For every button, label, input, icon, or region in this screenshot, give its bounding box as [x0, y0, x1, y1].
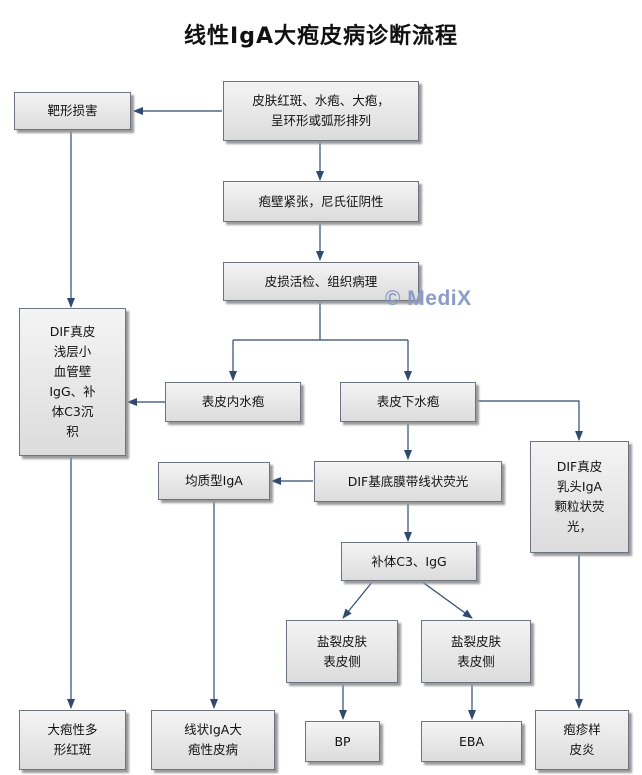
node-dif-bmz-linear: DIF基底膜带线状荧光: [314, 461, 502, 502]
node-dif-superficial-vessels: DIF真皮 浅层小 血管壁 IgG、补 体C3沉 积: [19, 308, 126, 456]
node-salt-split-left: 盐裂皮肤 表皮侧: [286, 620, 398, 683]
node-salt-split-right: 盐裂皮肤 表皮侧: [421, 620, 531, 683]
watermark: © MediX: [385, 287, 472, 310]
edge-n4-split: [233, 301, 408, 341]
node-tense-bulla: 疱壁紧张，尼氏征阴性: [223, 181, 419, 222]
node-linear-iga-bullous-dermatosis: 线状IgA大 疱性皮病: [151, 710, 275, 770]
node-bullous-erythema-multiforme: 大疱性多 形红斑: [19, 710, 126, 770]
node-skin-lesions: 皮肤红斑、水疱、大疱， 呈环形或弧形排列: [223, 81, 419, 141]
edge-n7-n10: [476, 400, 583, 441]
node-eba: EBA: [421, 721, 522, 762]
node-c3-igg: 补体C3、IgG: [341, 542, 477, 581]
node-homogeneous-iga: 均质型IgA: [158, 462, 270, 500]
edge-n11-n13: [420, 580, 473, 619]
node-subepidermal-blister: 表皮下水疱: [340, 382, 476, 422]
node-dif-papillary-iga: DIF真皮 乳头IgA 颗粒状荧 光，: [530, 441, 629, 553]
edge-n11-n12: [342, 580, 374, 619]
node-dermatitis-herpetiformis: 疱疹样 皮炎: [535, 710, 629, 770]
node-intraepidermal-blister: 表皮内水疱: [165, 382, 301, 422]
page-title: 线性IgA大疱皮病诊断流程: [184, 24, 458, 49]
node-biopsy: 皮损活检、组织病理: [223, 262, 419, 301]
node-target-lesion: 靶形损害: [14, 92, 131, 130]
node-bp: BP: [305, 721, 380, 762]
